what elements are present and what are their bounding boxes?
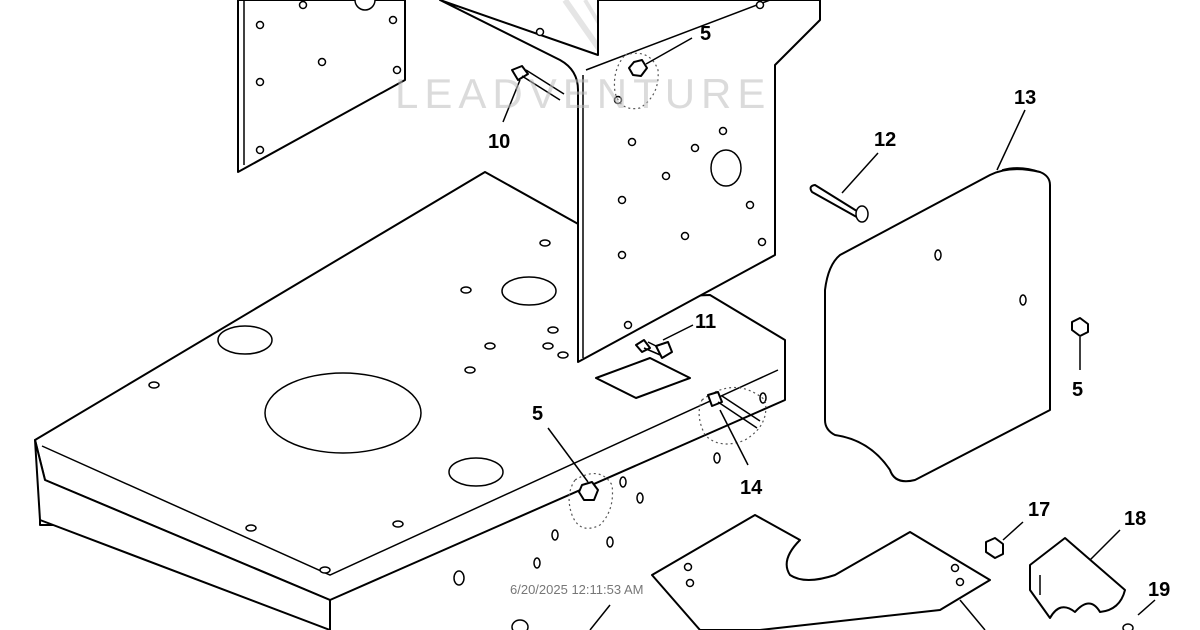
pin-19 xyxy=(1122,599,1156,630)
channel-18 xyxy=(1029,529,1126,619)
left-upper-plate xyxy=(237,0,406,173)
callout-5-upper: 5 xyxy=(700,23,711,45)
lower-mounting-plate xyxy=(589,514,991,630)
callout-10: 10 xyxy=(488,131,510,153)
callout-14: 14 xyxy=(740,477,763,499)
nut-17 xyxy=(985,521,1024,559)
base-frame-plate xyxy=(34,171,786,630)
callout-17: 17 xyxy=(1028,499,1050,521)
bolt-10 xyxy=(502,65,565,123)
nut-5-right xyxy=(1071,317,1089,370)
callout-11: 11 xyxy=(695,311,716,333)
pin-12 xyxy=(809,152,879,223)
bolt-11 xyxy=(635,324,694,359)
watermark-brand-text: LEADVENTURE xyxy=(395,70,771,117)
nut-5-middle xyxy=(547,427,614,529)
nut-5-upper xyxy=(613,37,693,110)
callout-5-middle: 5 xyxy=(532,403,543,425)
timestamp-stamp: 6/20/2025 12:11:53 AM xyxy=(510,582,643,597)
upright-bracket xyxy=(439,0,821,363)
callout-5-right: 5 xyxy=(1072,379,1083,401)
callout-19: 19 xyxy=(1148,579,1170,601)
callout-18: 18 xyxy=(1124,508,1146,530)
side-panel-13 xyxy=(824,109,1051,483)
callout-12: 12 xyxy=(874,129,896,151)
callout-13: 13 xyxy=(1014,87,1036,109)
bolt-14 xyxy=(698,387,767,466)
